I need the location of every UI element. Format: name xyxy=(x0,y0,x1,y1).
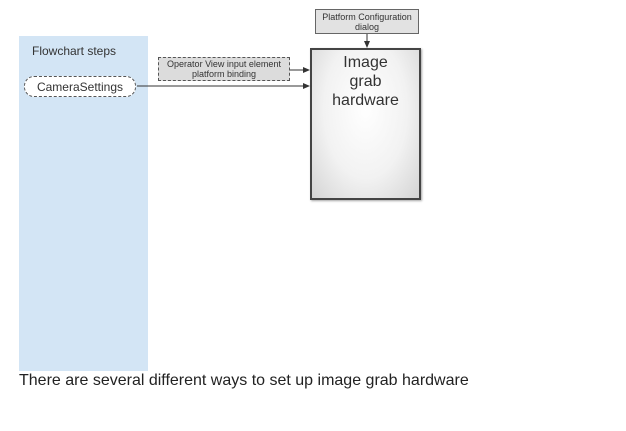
image-grab-hardware-box: Image grab hardware xyxy=(310,48,421,200)
input-binding-line-2: platform binding xyxy=(191,69,257,79)
input-binding-line-1: Operator View input element xyxy=(167,59,281,69)
operator-view-input-binding-box: Operator View input element platform bin… xyxy=(158,57,290,81)
dialog-line-1: Platform Configuration xyxy=(322,12,412,22)
caption-text: There are several different ways to set … xyxy=(19,372,469,389)
platform-configuration-dialog-box: Platform Configuration dialog xyxy=(315,9,419,34)
panel-title: Flowchart steps xyxy=(32,44,117,58)
image-grab-hardware-label: Image grab hardware xyxy=(332,54,399,109)
camera-settings-step[interactable]: CameraSettings xyxy=(24,76,136,97)
dialog-line-2: dialog xyxy=(354,22,380,32)
camera-settings-label: CameraSettings xyxy=(36,79,124,94)
